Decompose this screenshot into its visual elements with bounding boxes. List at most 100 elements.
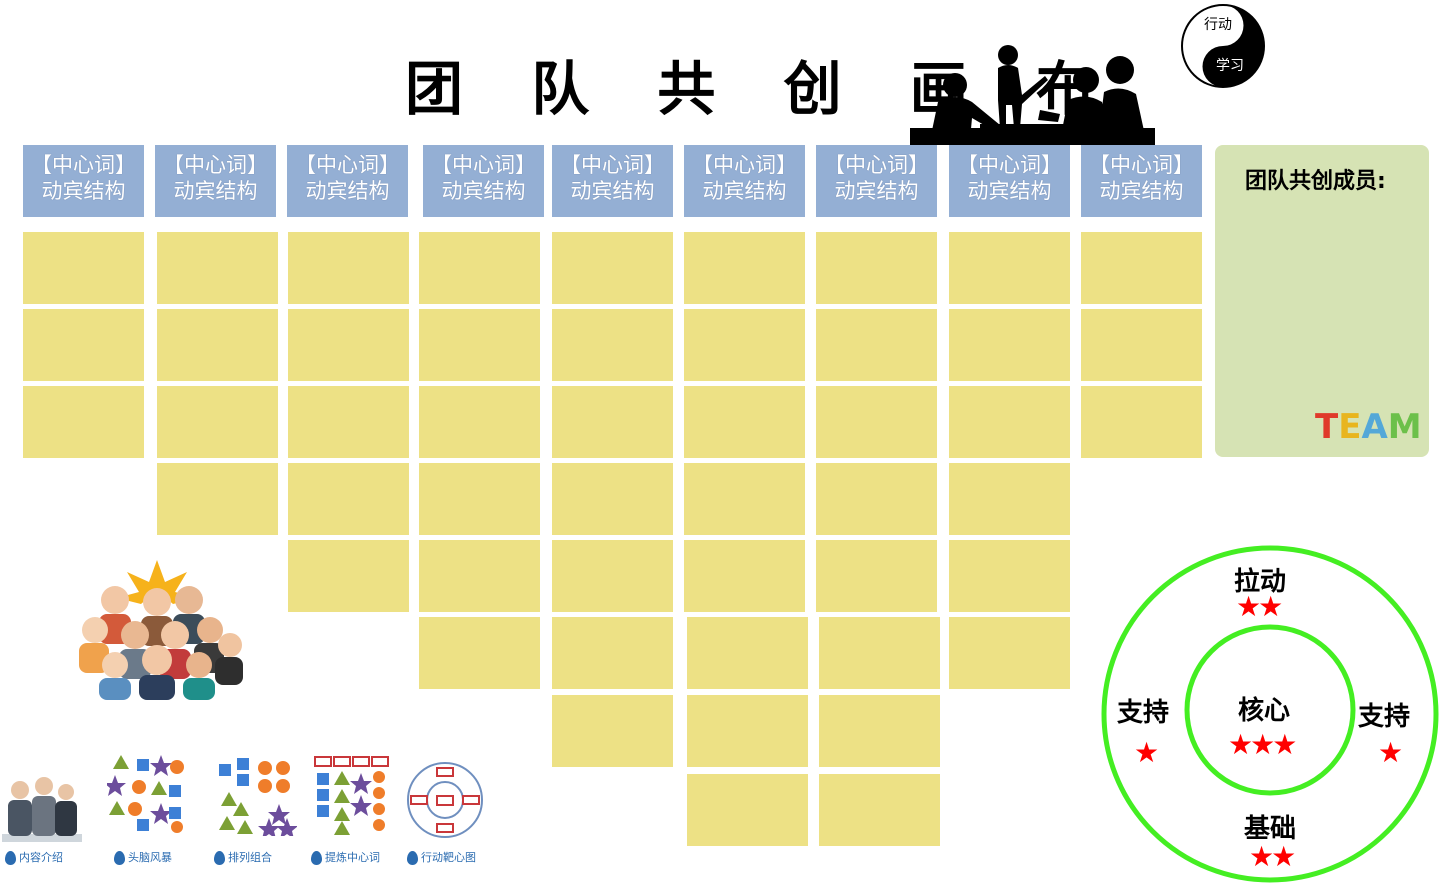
sticky-note[interactable]	[816, 232, 937, 304]
sticky-note[interactable]	[819, 774, 940, 846]
column-header-keyword: 【中心词】	[163, 153, 268, 177]
sticky-note[interactable]	[419, 386, 540, 458]
sticky-note[interactable]	[552, 386, 673, 458]
drop-icon	[407, 851, 418, 865]
column-header-keyword: 【中心词】	[824, 153, 929, 177]
badge-bottom-text: 学习	[1216, 58, 1244, 74]
tool-label-intro: 内容介绍	[5, 849, 63, 865]
sticky-note[interactable]	[552, 232, 673, 304]
team-crowd-icon	[79, 560, 243, 700]
column-header[interactable]: 【中心词】动宾结构	[816, 145, 937, 217]
sticky-note[interactable]	[419, 617, 540, 689]
sticky-note[interactable]	[949, 463, 1070, 535]
meeting-silhouette-icon	[910, 45, 1155, 145]
sticky-note[interactable]	[552, 540, 673, 612]
sticky-note[interactable]	[687, 617, 808, 689]
sticky-note[interactable]	[949, 540, 1070, 612]
column-header-structure: 动宾结构	[305, 179, 390, 203]
ring-core-label: 核心	[1238, 696, 1291, 726]
column-header[interactable]: 【中心词】动宾结构	[684, 145, 805, 217]
sticky-note[interactable]	[949, 386, 1070, 458]
column-header[interactable]: 【中心词】动宾结构	[23, 145, 144, 217]
column-header-structure: 动宾结构	[702, 179, 787, 203]
column-header[interactable]: 【中心词】动宾结构	[1081, 145, 1202, 217]
sticky-note[interactable]	[819, 617, 940, 689]
sticky-note[interactable]	[288, 386, 409, 458]
column-header[interactable]: 【中心词】动宾结构	[423, 145, 544, 217]
sticky-note[interactable]	[1081, 232, 1202, 304]
sticky-note[interactable]	[157, 463, 278, 535]
brainstorm-shapes-icon	[107, 755, 184, 833]
sticky-note[interactable]	[687, 774, 808, 846]
sticky-note[interactable]	[419, 540, 540, 612]
outer-ring	[1101, 545, 1439, 883]
column-header[interactable]: 【中心词】动宾结构	[287, 145, 408, 217]
ring-right-label: 支持	[1358, 702, 1411, 732]
sticky-note[interactable]	[684, 463, 805, 535]
sticky-note[interactable]	[419, 232, 540, 304]
sticky-note[interactable]	[949, 309, 1070, 381]
column-header-keyword: 【中心词】	[560, 153, 665, 177]
sticky-note[interactable]	[684, 540, 805, 612]
sticky-note[interactable]	[816, 540, 937, 612]
ring-right-stars: ★	[1378, 736, 1403, 769]
ring-top-label: 拉动	[1234, 567, 1287, 597]
sticky-note[interactable]	[684, 309, 805, 381]
column-header-keyword: 【中心词】	[295, 153, 400, 177]
sticky-note[interactable]	[684, 232, 805, 304]
sticky-note[interactable]	[687, 695, 808, 767]
column-header[interactable]: 【中心词】动宾结构	[949, 145, 1070, 217]
target-diagram-icon	[407, 762, 483, 838]
inner-ring	[1184, 624, 1356, 796]
sticky-note[interactable]	[552, 695, 673, 767]
sticky-note[interactable]	[23, 386, 144, 458]
sticky-note[interactable]	[419, 463, 540, 535]
column-header-keyword: 【中心词】	[957, 153, 1062, 177]
column-header[interactable]: 【中心词】动宾结构	[552, 145, 673, 217]
sticky-note[interactable]	[157, 386, 278, 458]
presentation-people-icon	[2, 777, 82, 842]
ring-bottom-stars: ★★	[1249, 840, 1296, 873]
tool-label-brainstorm: 头脑风暴	[114, 849, 172, 865]
sticky-note[interactable]	[1081, 309, 1202, 381]
sticky-note[interactable]	[949, 232, 1070, 304]
sticky-note[interactable]	[949, 617, 1070, 689]
sticky-note[interactable]	[23, 232, 144, 304]
sticky-note[interactable]	[23, 309, 144, 381]
column-header-structure: 动宾结构	[967, 179, 1052, 203]
sticky-note[interactable]	[157, 232, 278, 304]
sticky-note[interactable]	[684, 386, 805, 458]
drop-icon	[5, 851, 16, 865]
sticky-note[interactable]	[157, 309, 278, 381]
ring-left-stars: ★	[1134, 736, 1159, 769]
sticky-note[interactable]	[816, 309, 937, 381]
column-header-structure: 动宾结构	[173, 179, 258, 203]
ring-top-stars: ★★	[1236, 590, 1283, 623]
sticky-note[interactable]	[288, 232, 409, 304]
sticky-note[interactable]	[552, 463, 673, 535]
sticky-note[interactable]	[552, 617, 673, 689]
column-header-structure: 动宾结构	[834, 179, 919, 203]
sticky-note[interactable]	[1081, 386, 1202, 458]
sticky-note[interactable]	[816, 463, 937, 535]
sticky-note[interactable]	[816, 386, 937, 458]
target-rings-diagram	[1101, 545, 1439, 883]
column-header-keyword: 【中心词】	[31, 153, 136, 177]
sticky-note[interactable]	[288, 309, 409, 381]
sticky-note[interactable]	[288, 463, 409, 535]
column-header-structure: 动宾结构	[441, 179, 526, 203]
team-members-panel[interactable]: 团队共创成员: TEAM	[1215, 145, 1429, 457]
tool-label-target: 行动靶心图	[407, 849, 476, 865]
column-header-structure: 动宾结构	[41, 179, 126, 203]
sticky-note[interactable]	[819, 695, 940, 767]
column-header[interactable]: 【中心词】动宾结构	[155, 145, 276, 217]
arrange-shapes-icon	[219, 758, 297, 836]
ring-bottom-label: 基础	[1244, 814, 1297, 844]
sticky-note[interactable]	[552, 309, 673, 381]
drop-icon	[311, 851, 322, 865]
tool-label-extract: 提炼中心词	[311, 849, 380, 865]
sticky-note[interactable]	[419, 309, 540, 381]
extract-keywords-icon	[314, 756, 389, 835]
sticky-note[interactable]	[288, 540, 409, 612]
badge-top-text: 行动	[1204, 17, 1232, 33]
